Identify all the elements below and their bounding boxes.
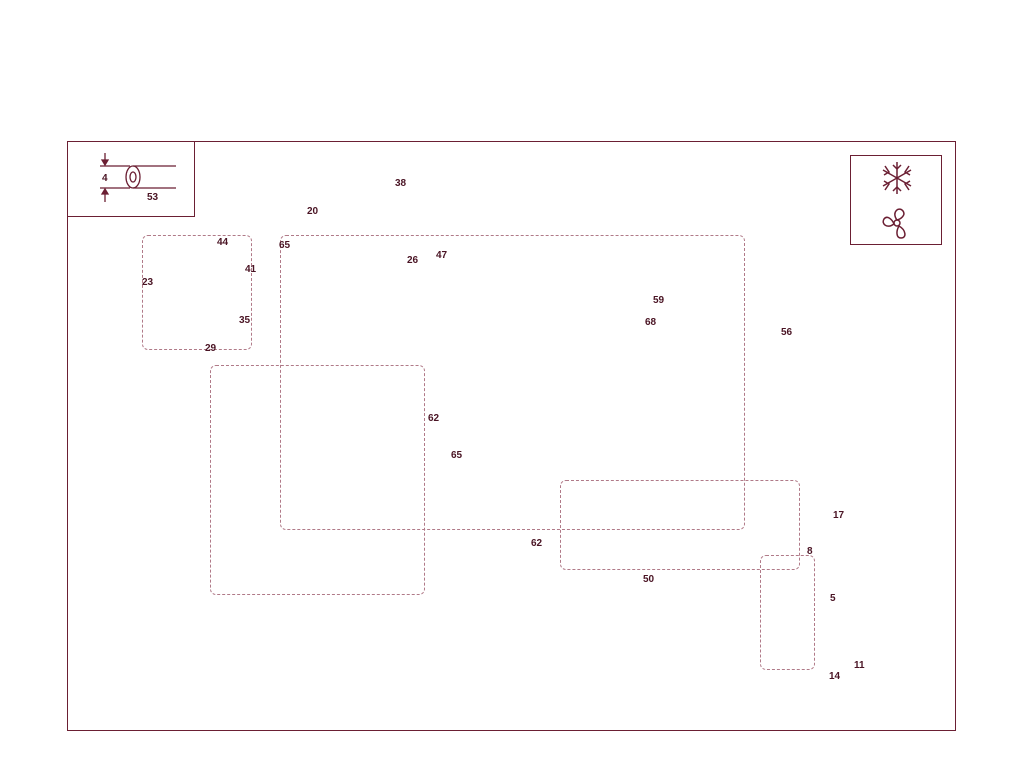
callout-23: 23 xyxy=(142,277,154,288)
callout-5: 5 xyxy=(830,593,836,604)
callout-14: 14 xyxy=(829,671,841,682)
callout-62-lower: 62 xyxy=(531,538,543,549)
snowflake-icon xyxy=(882,162,912,194)
part-53-label: 53 xyxy=(147,192,159,203)
engine-block-placeholder xyxy=(280,235,745,530)
legend-box xyxy=(67,141,195,217)
callout-44: 44 xyxy=(217,237,229,248)
valve-parts-placeholder xyxy=(142,235,252,350)
callout-59: 59 xyxy=(653,295,665,306)
symbol-box xyxy=(850,155,942,245)
callout-41: 41 xyxy=(245,264,257,275)
hose-placeholder xyxy=(560,480,800,570)
callout-47: 47 xyxy=(436,250,448,261)
callout-17: 17 xyxy=(833,510,845,521)
callout-35: 35 xyxy=(239,315,251,326)
dimension-value: 4 xyxy=(102,173,108,184)
callout-8: 8 xyxy=(807,546,813,557)
callout-26: 26 xyxy=(407,255,419,266)
callout-68: 68 xyxy=(645,317,657,328)
fan-icon xyxy=(882,208,906,239)
callout-50: 50 xyxy=(643,574,655,585)
reservoir-placeholder xyxy=(760,555,815,670)
diagram-frame xyxy=(67,141,956,731)
callout-56: 56 xyxy=(781,327,793,338)
callout-20: 20 xyxy=(307,206,319,217)
callout-38: 38 xyxy=(395,178,407,189)
callout-65: 65 xyxy=(279,240,291,251)
callout-29: 29 xyxy=(205,343,217,354)
transmission-placeholder xyxy=(210,365,425,595)
callout-62: 62 xyxy=(428,413,440,424)
callout-11: 11 xyxy=(854,660,865,671)
callout-65-lower: 65 xyxy=(451,450,463,461)
